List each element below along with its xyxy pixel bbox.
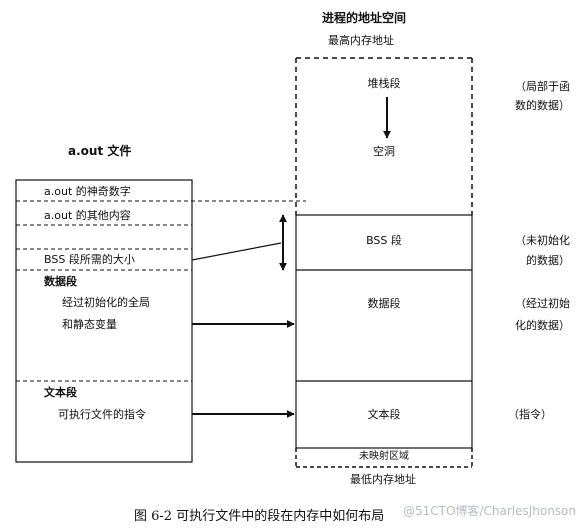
aout-data-line2: 和静态变量 bbox=[62, 318, 117, 331]
aout-bss-size: BSS 段所需的大小 bbox=[44, 253, 135, 266]
aout-file-title: a.out 文件 bbox=[68, 144, 132, 158]
stack-segment-label: 堆栈段 bbox=[367, 77, 401, 90]
bss-size-connector bbox=[191, 242, 282, 261]
empty-gap-label: 空洞 bbox=[373, 145, 395, 158]
figure-caption: 图 6-2 可执行文件中的段在内存中如何布局 bbox=[134, 509, 385, 524]
note-text: （指令） bbox=[508, 408, 552, 421]
note-stack-line1: （局部于函 bbox=[515, 80, 570, 93]
lowest-address-label: 最低内存地址 bbox=[350, 473, 416, 486]
aout-other-contents: a.out 的其他内容 bbox=[44, 209, 131, 222]
space-solid-box bbox=[295, 214, 473, 449]
aout-text-line1: 可执行文件的指令 bbox=[58, 408, 146, 421]
aout-data-line1: 经过初始化的全局 bbox=[62, 296, 150, 309]
note-data-line1: （经过初始 bbox=[515, 297, 570, 310]
aout-file-box bbox=[15, 179, 193, 463]
bss-segment-label: BSS 段 bbox=[366, 234, 402, 247]
data-segment-label: 数据段 bbox=[367, 297, 401, 310]
note-stack-line2: 数的数据） bbox=[515, 99, 570, 112]
aout-text-heading: 文本段 bbox=[44, 386, 77, 399]
highest-address-label: 最高内存地址 bbox=[328, 34, 394, 47]
note-bss-line1: （未初始化 bbox=[515, 234, 570, 247]
aout-data-heading: 数据段 bbox=[44, 275, 77, 288]
address-space-title: 进程的地址空间 bbox=[322, 11, 407, 25]
watermark: @51CTO博客/CharlesJhonson bbox=[403, 504, 576, 518]
note-data-line2: 化的数据） bbox=[515, 319, 570, 332]
note-bss-line2: 的数据） bbox=[526, 254, 570, 267]
unmapped-area-label: 未映射区域 bbox=[359, 451, 409, 462]
aout-magic-number: a.out 的神奇数字 bbox=[44, 185, 131, 198]
text-segment-label: 文本段 bbox=[367, 408, 401, 421]
